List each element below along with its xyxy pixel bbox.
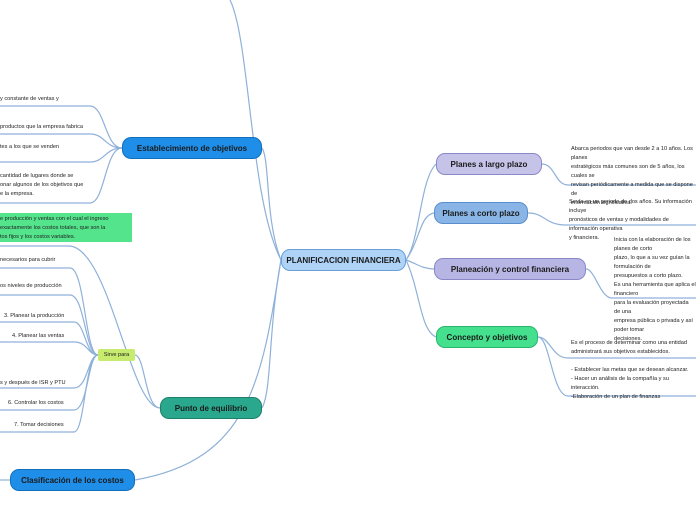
connector-concepto [405,259,437,338]
branch-concepto-objetivos[interactable]: Concepto y objetivos [436,326,538,348]
underline-concepto-1 [537,336,696,359]
branch-corto-plazo[interactable]: Planes a corto plazo [434,202,528,224]
note-concepto-list: - Establecer las metas que se desean alc… [571,367,689,400]
line-obj-3 [0,147,123,163]
connector-control [405,259,435,270]
line-sirve-7 [73,354,99,433]
sirve-item-6: 6. Controlar los costos [8,400,64,406]
line-eq-green [0,245,161,409]
branch-objetivos-label: Establecimiento de objetivos [136,143,248,153]
branch-clasificacion-costos[interactable]: Clasificación de los costos [10,469,135,491]
note-largo: Abarca periodos que van desde 2 a 10 año… [571,146,693,206]
line-sirve-3 [73,321,99,356]
sirve-para-node[interactable]: Sirve para [98,349,135,361]
branch-corto-label: Planes a corto plazo [442,208,520,218]
connector-corto [405,212,435,261]
branch-control-label: Planeación y control financiera [450,264,570,274]
branch-largo-label: Planes a largo plazo [450,159,528,169]
connector-objetivos [261,147,282,261]
sirve-item-5: s y después de ISR y PTU [0,380,66,386]
objetivo-item-1: y constante de ventas y [0,96,59,102]
connector-largo [405,163,437,261]
objetivo-item-2: productos que la empresa fabrica [0,124,84,130]
note-corto: Se da en un periodo de dos años. Su info… [569,199,692,241]
sirve-item-1: necesarios para cubrir [0,257,56,263]
underline-concepto-2 [537,336,696,397]
branch-punto-equilibrio[interactable]: Punto de equilibrio [160,397,262,419]
connector-equilibrio [261,259,282,409]
branch-control-financiera[interactable]: Planeación y control financiera [434,258,586,280]
line-sirve-2 [0,294,99,356]
note-concepto: Es el proceso de determinar como una ent… [571,340,687,355]
root-label: PLANIFICACION FINANCIERA [286,255,401,265]
objetivo-item-3: tes a los que se venden [0,144,60,150]
line-eq-sirve [134,354,161,409]
objetivo-item-4: cantidad de lugares donde se onar alguno… [0,173,84,197]
sirve-item-2: os niveles de producción [0,283,62,289]
branch-equilibrio-label: Punto de equilibrio [174,403,248,413]
line-sirve-6 [73,354,99,411]
sirve-item-4: 4. Planear las ventas [12,333,65,339]
line-sirve-1 [0,267,99,356]
line-sirve-4 [73,341,99,356]
connector-top [229,0,282,261]
branch-establecimiento-objetivos[interactable]: Establecimiento de objetivos [122,137,262,159]
sirve-item-3: 3. Planear la producción [4,313,65,319]
root-node[interactable]: PLANIFICACION FINANCIERA [281,249,406,271]
note-control: Inicia con la elaboración de los planes … [614,237,696,342]
branch-concepto-label: Concepto y objetivos [446,332,528,342]
sirve-item-7: 7. Tomar decisiones [14,422,64,428]
sirve-para-label: Sirve para [103,352,130,358]
underline-corto [527,212,696,226]
branch-costos-label: Clasificación de los costos [21,475,124,485]
line-obj-2 [0,133,123,149]
green-note: e producción y ventas con el cual el ing… [0,213,132,242]
connector-costos [134,259,282,481]
line-obj-4 [0,147,123,204]
line-obj-1 [0,105,123,149]
branch-largo-plazo[interactable]: Planes a largo plazo [436,153,542,175]
underline-largo [541,163,696,186]
underline-control [585,268,696,299]
